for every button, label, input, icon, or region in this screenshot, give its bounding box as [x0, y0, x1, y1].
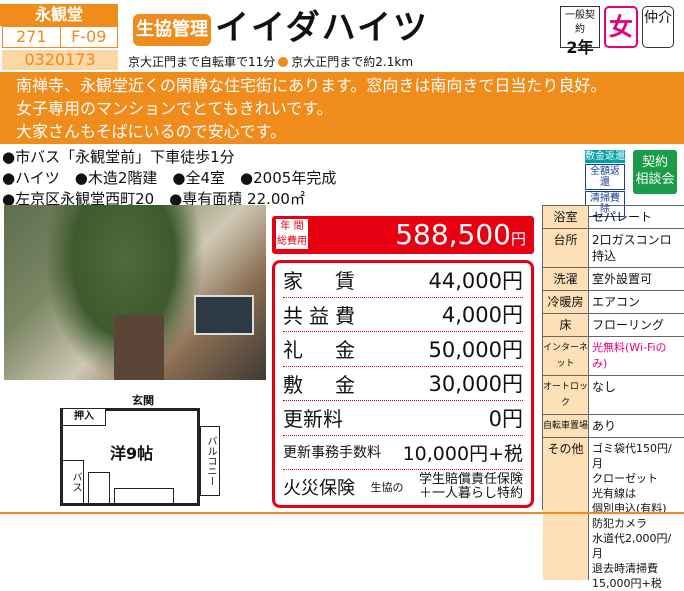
listing-id: 0320173 — [2, 50, 118, 70]
facts-list: ●市バス「永観堂前」下車徒歩1分 ●ハイツ ●木造2階建 ●全4室 ●2005年… — [2, 147, 336, 210]
entrance-label: 玄関 — [132, 394, 154, 407]
spec-row: その他ゴミ袋代150円/月 クローゼット 光有線は 個別申込(有料) 防犯カメラ… — [543, 438, 684, 590]
code-box: 271 F-09 — [2, 26, 118, 48]
spec-row: 浴室セパレート — [543, 206, 684, 229]
annual-value: 588,500円 — [395, 218, 526, 251]
code-room: F-09 — [59, 27, 118, 47]
fact-line: ●ハイツ ●木造2階建 ●全4室 ●2005年完成 — [2, 169, 337, 187]
annual-cost-banner: 年 間総費用 588,500円 — [272, 216, 534, 254]
window-shape — [194, 295, 254, 335]
kitchen-icon — [114, 488, 174, 504]
contract-consultation-icon: 契約 相談会 — [633, 150, 677, 194]
description-line: 大家さんもそばにいるので安心です。 — [16, 122, 287, 141]
annual-label: 年 間総費用 — [276, 219, 308, 249]
access-distance: 京大正門まで約2.1km — [291, 55, 414, 69]
balcony-label: バルコニー — [200, 426, 220, 496]
spec-row: 洗濯室外設置可 — [543, 268, 684, 291]
access-bike: 京大正門まで自転車で11分 — [128, 55, 276, 69]
bath-label: バス — [62, 460, 84, 504]
spec-row: 自転車置場あり — [543, 415, 684, 438]
female-only-tag: 女 — [604, 6, 638, 48]
broker-tag: 仲介 — [642, 6, 674, 48]
spec-row: 冷暖房エアコン — [543, 291, 684, 314]
insurance-row: 火災保険 生協の 学生賠償責任保険＋一人暮らし特約 — [283, 472, 523, 502]
access-info: 京大正門まで自転車で11分 京大正門まで約2.1km — [128, 54, 413, 70]
property-title: イイダハイツ — [215, 8, 429, 48]
fact-line: ●左京区永観堂西町20 ●専有面積 22.00㎡ — [2, 190, 305, 208]
description-line: 南禅寺、永観堂近くの閑静な住宅街にあります。窓向きは南向きで日当たり良好。 — [16, 76, 607, 95]
bullet-dot-icon — [278, 57, 289, 67]
building-photo — [4, 205, 266, 380]
spec-row: 床フローリング — [543, 314, 684, 337]
room-outline — [60, 408, 200, 506]
description-line: 女子専用のマンションでとてもきれいです。 — [16, 99, 333, 118]
bottom-border — [0, 512, 684, 514]
toilet-icon — [88, 472, 110, 504]
coop-managed-badge: 生協管理 — [133, 14, 211, 46]
closet-label: 押入 — [62, 408, 106, 426]
deposit-return-icon: 敷金返還 全額返還 清掃費除 — [585, 150, 625, 217]
spec-row: オートロックなし — [543, 376, 684, 415]
code-number: 271 — [15, 27, 47, 46]
feature-icons: 敷金返還 全額返還 清掃費除 契約 相談会 — [585, 150, 677, 217]
spec-row: インターネット光無料(Wi-Fiのみ) — [543, 337, 684, 376]
entrance-shape — [114, 315, 164, 380]
room-label: 洋9帖 — [110, 444, 154, 463]
description-box: 南禅寺、永観堂近くの閑静な住宅街にあります。窓向きは南向きで日当たり良好。 女子… — [0, 72, 684, 144]
floor-plan: 押入 玄関 洋9帖 バルコニー バス — [40, 390, 230, 508]
fact-line: ●市バス「永観堂前」下車徒歩1分 — [2, 148, 235, 166]
area-label: 永観堂 — [0, 4, 118, 26]
